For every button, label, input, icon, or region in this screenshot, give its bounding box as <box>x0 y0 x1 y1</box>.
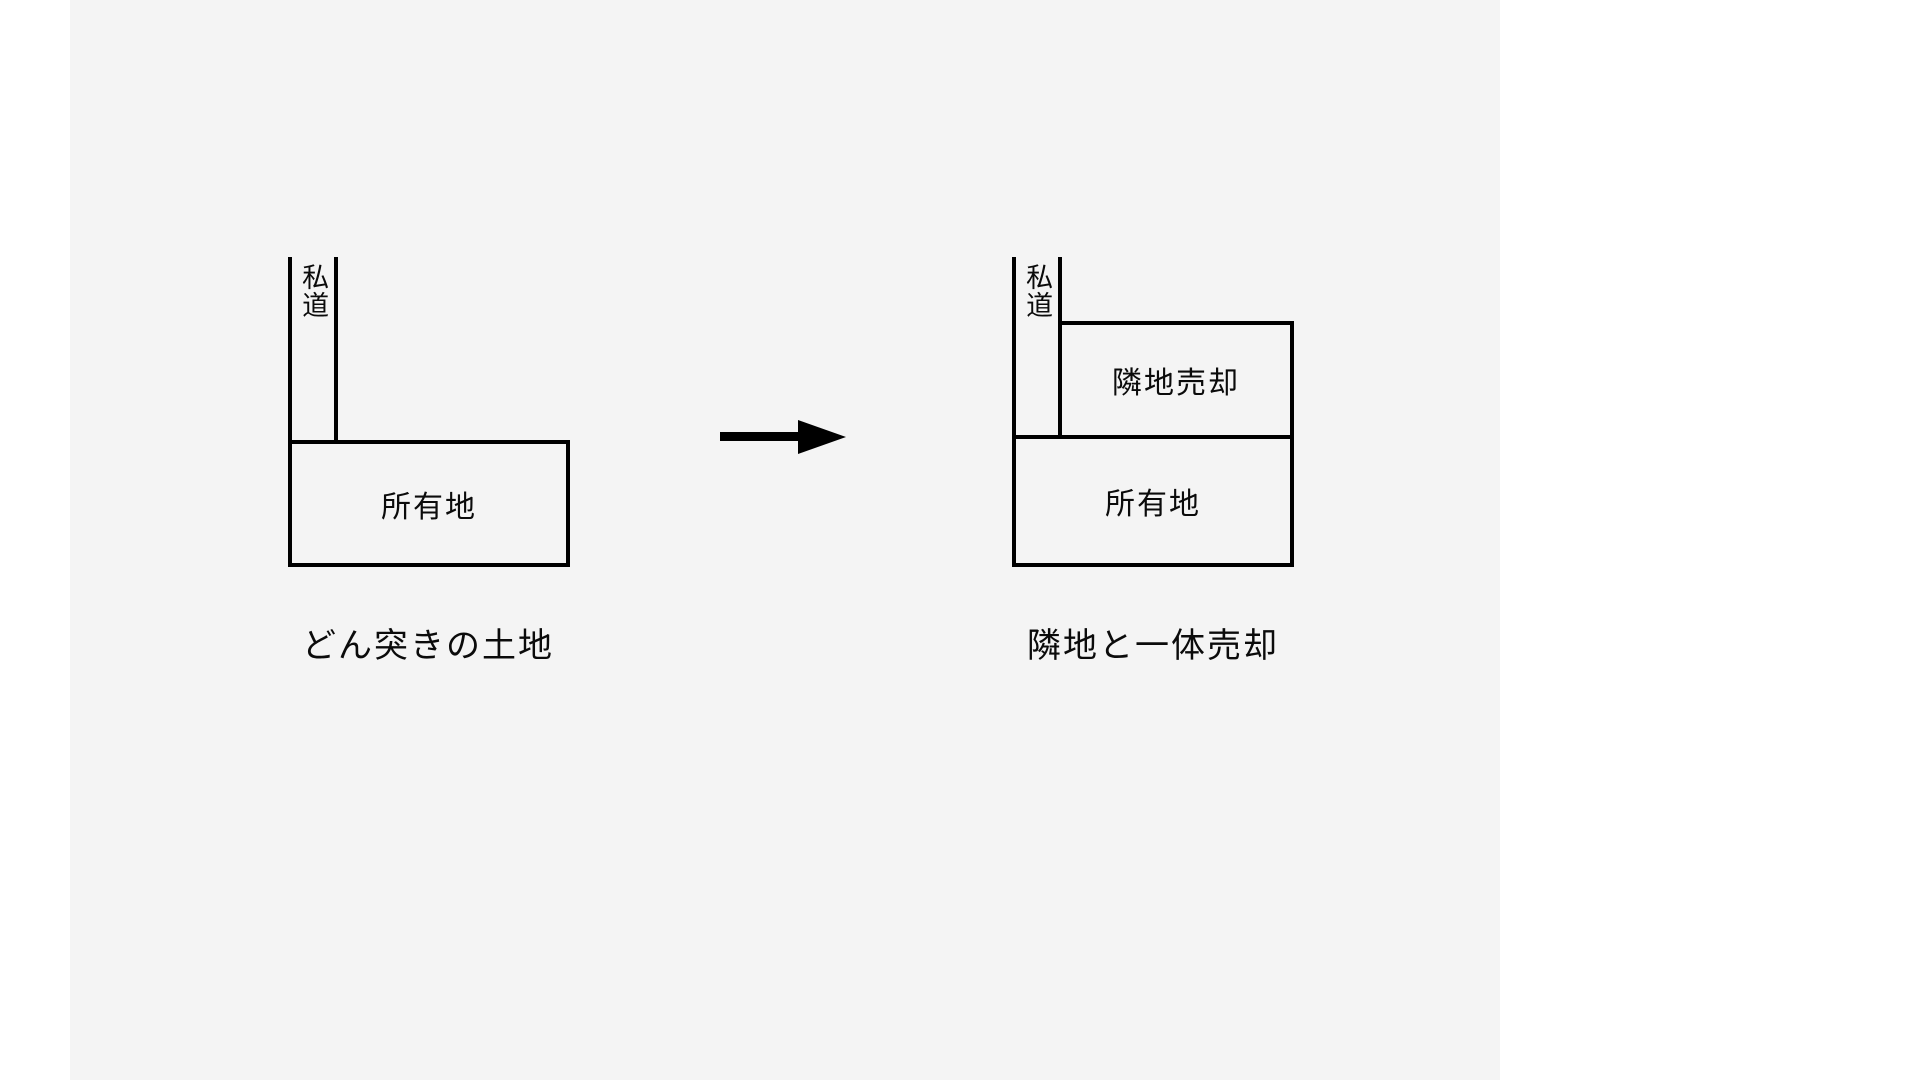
parcel-private-road-after: 私道 <box>1012 257 1062 435</box>
parcel-label-owned-land: 所有地 <box>381 490 477 524</box>
parcel-label-private-road: 私道 <box>298 263 329 319</box>
parcel-owned-land-after: 所有地 <box>1012 435 1294 567</box>
parcel-neighbour-sold: 隣地売却 <box>1058 321 1294 439</box>
caption-before: どん突きの土地 <box>302 627 554 665</box>
right-arrow-icon <box>720 418 846 456</box>
parcel-owned-land-before: 所有地 <box>288 440 570 567</box>
figure-after: 私道 隣地売却 所有地 <box>1012 257 1294 567</box>
slide-canvas <box>70 0 1500 1080</box>
caption-after: 隣地と一体売却 <box>1027 627 1279 665</box>
parcel-private-road-before: 私道 <box>288 257 338 443</box>
parcel-label-private-road: 私道 <box>1022 263 1053 319</box>
figure-before: 私道 所有地 <box>288 257 570 567</box>
parcel-label-neighbour-sold: 隣地売却 <box>1112 367 1240 400</box>
parcel-label-owned-land: 所有地 <box>1105 488 1201 521</box>
